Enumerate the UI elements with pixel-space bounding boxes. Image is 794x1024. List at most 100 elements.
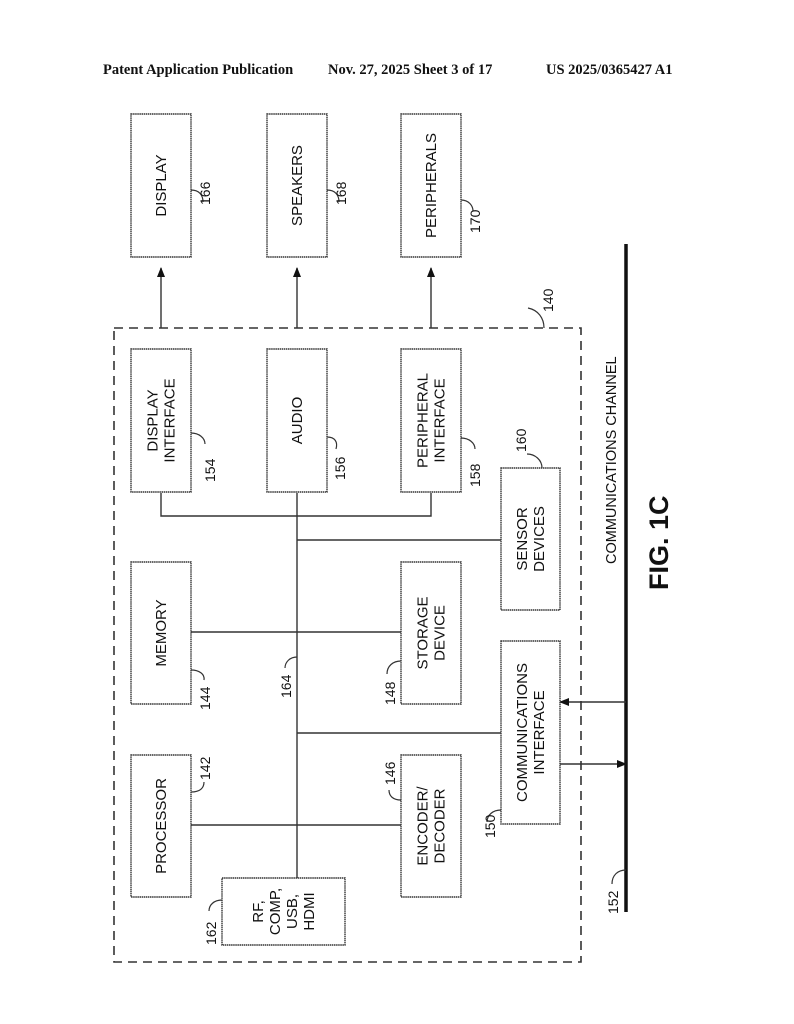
page-header: Patent Application Publication Nov. 27, … <box>0 0 794 90</box>
storage-device-block: STORAGEDEVICE 148 <box>382 561 462 705</box>
audio-label: AUDIO <box>289 397 306 445</box>
audio-ref: 156 <box>332 456 348 480</box>
figure-label: FIG. 1C <box>644 495 674 590</box>
rf-comp-label-line: HDMI <box>301 892 318 930</box>
audio-box <box>266 348 328 493</box>
display-label: DISPLAY <box>153 154 170 216</box>
memory-label: MEMORY <box>153 599 170 666</box>
peripherals-ref-leader <box>460 199 474 212</box>
bus-ref-leader <box>284 656 298 669</box>
storage-device-ref: 148 <box>382 681 398 705</box>
communications-channel-label: COMMUNICATIONS CHANNEL <box>604 356 620 564</box>
memory-box <box>130 561 192 705</box>
interface-bus-connector <box>160 493 432 517</box>
storage-device-box <box>400 561 462 705</box>
encoder-decoder-label-line: DECODER <box>432 788 449 863</box>
communications-interface-block: COMMUNICATIONSINTERFACE 150 <box>482 640 561 838</box>
encoder-decoder-ref: 146 <box>382 761 398 785</box>
display-interface-label-line: INTERFACE <box>162 378 179 462</box>
peripherals-box <box>400 113 462 258</box>
channel-ref: 152 <box>605 890 621 914</box>
memory-ref-leader <box>190 669 205 681</box>
speakers-ref: 168 <box>333 181 349 205</box>
display-interface-label: DISPLAYINTERFACE <box>145 378 179 462</box>
system-ref-leader <box>527 307 545 329</box>
memory-label-line: MEMORY <box>153 599 170 666</box>
display-ref: 166 <box>197 181 213 205</box>
rf-comp-ref-leader <box>208 899 223 912</box>
peripheral-interface-ref: 158 <box>467 463 483 487</box>
sensor-devices-label-line: DEVICES <box>531 506 548 572</box>
memory-block: MEMORY 144 <box>130 561 213 710</box>
display-interface-block: DISPLAYINTERFACE 154 <box>130 348 218 493</box>
sensor-devices-label: SENSORDEVICES <box>514 506 548 572</box>
processor-ref-leader <box>190 781 205 793</box>
display-interface-label-line: DISPLAY <box>145 389 162 451</box>
bus-ref: 164 <box>278 674 294 698</box>
sensor-devices-ref-leader <box>526 453 543 469</box>
patent-number: US 2025/0365427 A1 <box>546 62 673 78</box>
display-interface-box <box>130 348 192 493</box>
peripheral-interface-label: PERIPHERALINTERFACE <box>415 373 449 468</box>
peripherals-label-line: PERIPHERALS <box>423 133 440 238</box>
processor-ref: 142 <box>197 756 213 780</box>
communications-interface-ref-leader <box>486 809 502 823</box>
communications-interface-label-line: COMMUNICATIONS <box>514 663 531 802</box>
peripheral-interface-label-line: INTERFACE <box>432 378 449 462</box>
communications-interface-label: COMMUNICATIONSINTERFACE <box>514 663 548 802</box>
storage-device-ref-leader <box>386 660 402 675</box>
display-ref-leader <box>190 189 204 203</box>
encoder-decoder-ref-leader <box>388 789 402 801</box>
rf-comp-label: RF,COMP,USB,HDMI <box>250 888 318 935</box>
audio-ref-leader <box>326 436 338 450</box>
publication-label: Patent Application Publication <box>103 62 294 78</box>
channel-ref-leader <box>611 869 627 885</box>
speakers-ref-leader <box>326 189 340 203</box>
rf-comp-box <box>221 877 346 946</box>
display-interface-ref-leader <box>190 432 206 445</box>
encoder-decoder-box <box>400 754 462 898</box>
encoder-decoder-label: ENCODER/DECODER <box>415 786 449 866</box>
peripherals-block: PERIPHERALS 170 <box>400 113 483 258</box>
encoder-decoder-label-line: ENCODER/ <box>415 786 432 866</box>
rf-comp-label-line: USB, <box>284 894 301 929</box>
communications-interface-label-line: INTERFACE <box>531 690 548 774</box>
sensor-devices-box <box>500 467 561 611</box>
speakers-box <box>266 113 328 258</box>
memory-ref: 144 <box>197 686 213 710</box>
storage-device-label: STORAGEDEVICE <box>415 596 449 669</box>
processor-label-line: PROCESSOR <box>153 778 170 874</box>
system-boundary <box>113 327 582 963</box>
storage-device-label-line: STORAGE <box>415 596 432 669</box>
peripheral-interface-box <box>400 348 462 493</box>
communications-interface-ref: 150 <box>482 814 498 838</box>
display-label-line: DISPLAY <box>153 154 170 216</box>
encoder-decoder-block: ENCODER/DECODER 146 <box>382 754 462 898</box>
rf-comp-block: RF,COMP,USB,HDMI 162 <box>203 877 346 946</box>
audio-block: AUDIO 156 <box>266 348 348 493</box>
peripherals-ref: 170 <box>467 209 483 233</box>
date-sheet-label: Nov. 27, 2025 Sheet 3 of 17 <box>328 62 493 78</box>
audio-label-line: AUDIO <box>289 397 306 445</box>
rf-comp-label-line: COMP, <box>267 888 284 935</box>
rf-comp-ref: 162 <box>203 921 219 945</box>
communications-interface-box <box>500 640 561 825</box>
peripheral-interface-ref-leader <box>460 437 476 450</box>
peripheral-interface-block: PERIPHERALINTERFACE 158 <box>400 348 483 493</box>
speakers-label: SPEAKERS <box>289 145 306 226</box>
display-box <box>130 113 192 258</box>
display-block: DISPLAY 166 <box>130 113 213 258</box>
storage-device-label-line: DEVICE <box>432 605 449 661</box>
processor-label: PROCESSOR <box>153 778 170 874</box>
speakers-block: SPEAKERS 168 <box>266 113 349 258</box>
speakers-label-line: SPEAKERS <box>289 145 306 226</box>
sensor-devices-block: SENSORDEVICES 160 <box>500 428 561 611</box>
rf-comp-label-line: RF, <box>250 900 267 923</box>
sensor-devices-ref: 160 <box>513 428 529 452</box>
peripheral-interface-label-line: PERIPHERAL <box>415 373 432 468</box>
processor-box <box>130 754 192 898</box>
sensor-devices-label-line: SENSOR <box>514 507 531 571</box>
system-ref: 140 <box>540 288 556 312</box>
display-interface-ref: 154 <box>202 458 218 482</box>
